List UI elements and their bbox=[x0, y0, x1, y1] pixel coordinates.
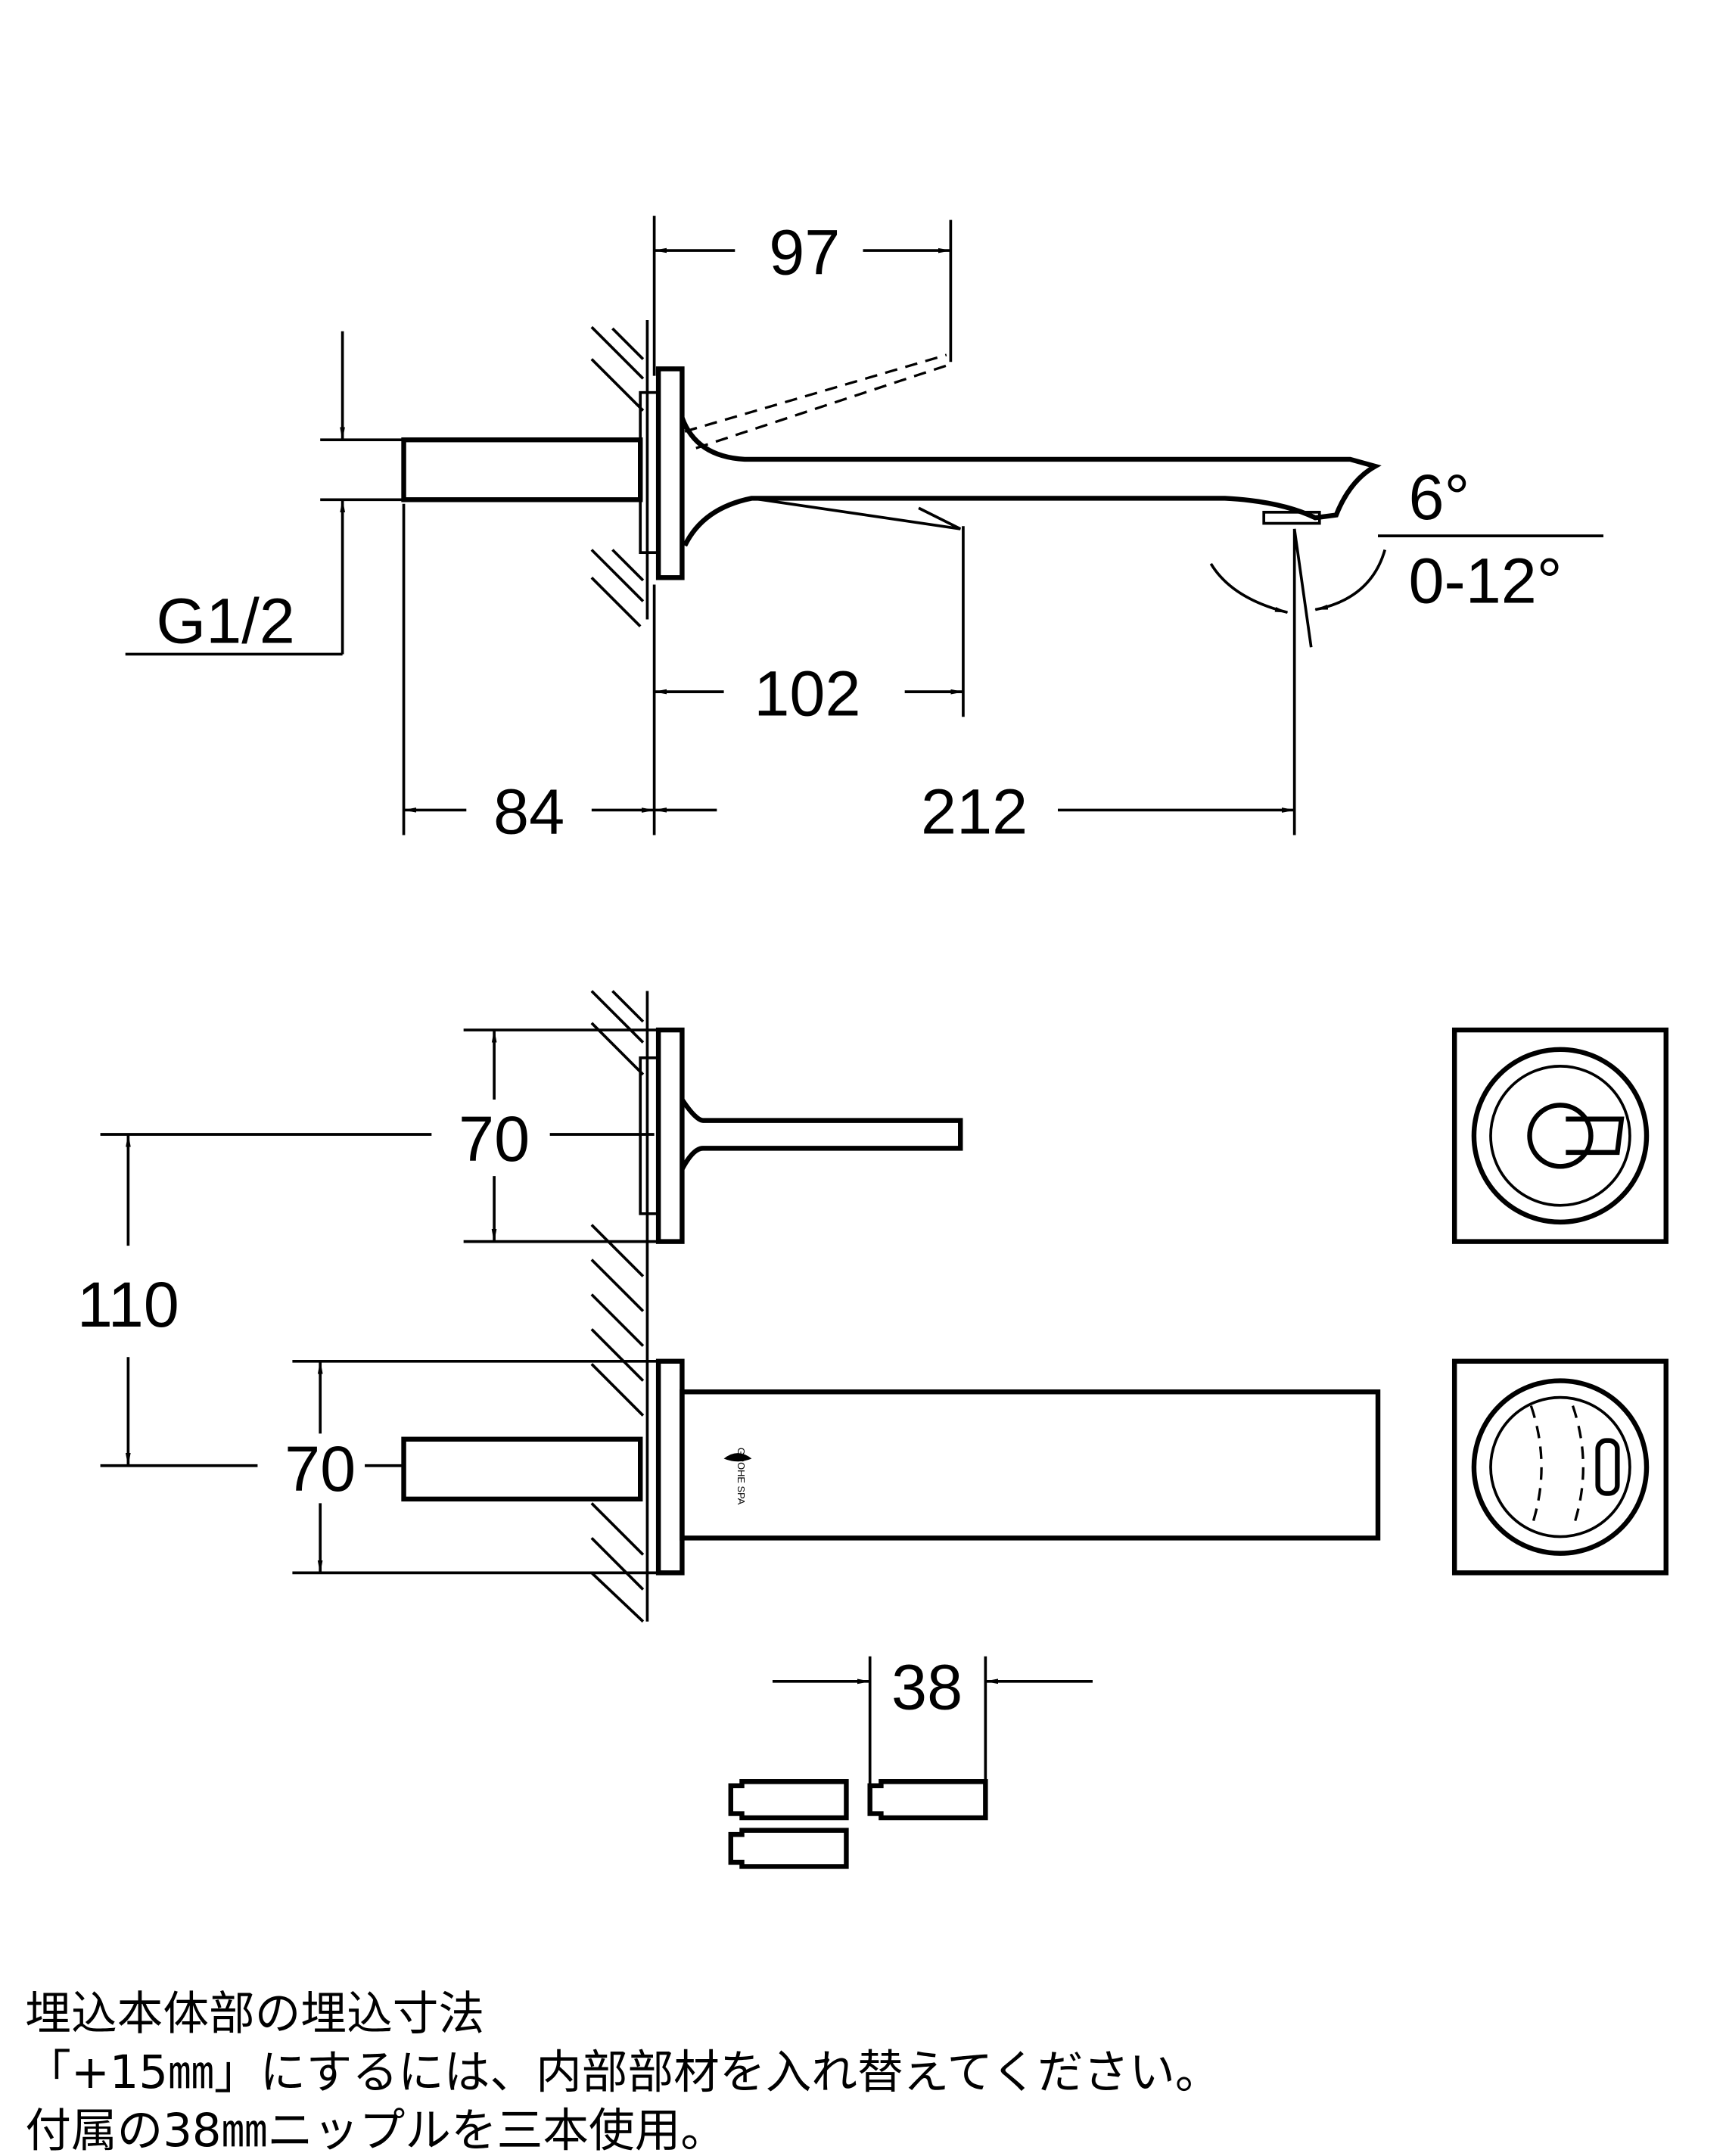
nipples bbox=[728, 1779, 988, 1869]
rough-in-body bbox=[639, 390, 660, 555]
installation-view: GROHE SPA 70 110 70 38 bbox=[77, 990, 1668, 1869]
dim-84: 84 bbox=[493, 776, 564, 848]
aerator bbox=[1262, 511, 1321, 525]
wall-plate bbox=[655, 366, 685, 580]
wall-hatch bbox=[590, 990, 645, 1623]
dim-212: 212 bbox=[921, 776, 1028, 848]
handle bbox=[751, 496, 962, 530]
handle-plate bbox=[655, 1027, 685, 1244]
side-view: 97 102 84 212 G1/2 6° 0-12° bbox=[125, 216, 1603, 848]
grohe-logo: GROHE SPA bbox=[723, 1448, 752, 1505]
spout bbox=[680, 416, 1382, 547]
handle-front-view bbox=[1451, 1027, 1668, 1244]
note-line-3: 付属の38㎜ニップルを三本使用。 bbox=[25, 2105, 726, 2156]
dim-97: 97 bbox=[769, 216, 840, 288]
handle-lever bbox=[680, 1098, 963, 1171]
angle-nominal: 6° bbox=[1408, 461, 1469, 533]
angle-range: 0-12° bbox=[1408, 544, 1562, 616]
spout-rough-in-pipe bbox=[401, 1436, 643, 1502]
spout-top-view bbox=[680, 1389, 1381, 1541]
dim-70-handle: 70 bbox=[459, 1103, 530, 1174]
dim-102: 102 bbox=[754, 657, 860, 729]
dim-110: 110 bbox=[77, 1268, 179, 1340]
svg-text:GROHE SPA: GROHE SPA bbox=[735, 1448, 747, 1505]
wall-hatch-top bbox=[590, 320, 649, 627]
thread-label: G1/2 bbox=[156, 585, 294, 657]
rough-in-body-pipe bbox=[401, 437, 643, 502]
spout-plate bbox=[655, 1358, 685, 1576]
installation-notes: 埋込本体部の埋込寸法 「+15㎜」にするには、内部部材を入れ替えてください。 付… bbox=[25, 1988, 1221, 2156]
handle-open-dashed bbox=[684, 353, 950, 450]
dim-70-spout: 70 bbox=[285, 1433, 356, 1504]
handle-rough-in bbox=[639, 1056, 660, 1215]
note-line-2: 「+15㎜」にするには、内部部材を入れ替えてください。 bbox=[25, 2046, 1221, 2099]
note-line-1: 埋込本体部の埋込寸法 bbox=[25, 1988, 484, 2041]
dim-38: 38 bbox=[891, 1651, 963, 1723]
spout-front-view bbox=[1451, 1358, 1668, 1576]
